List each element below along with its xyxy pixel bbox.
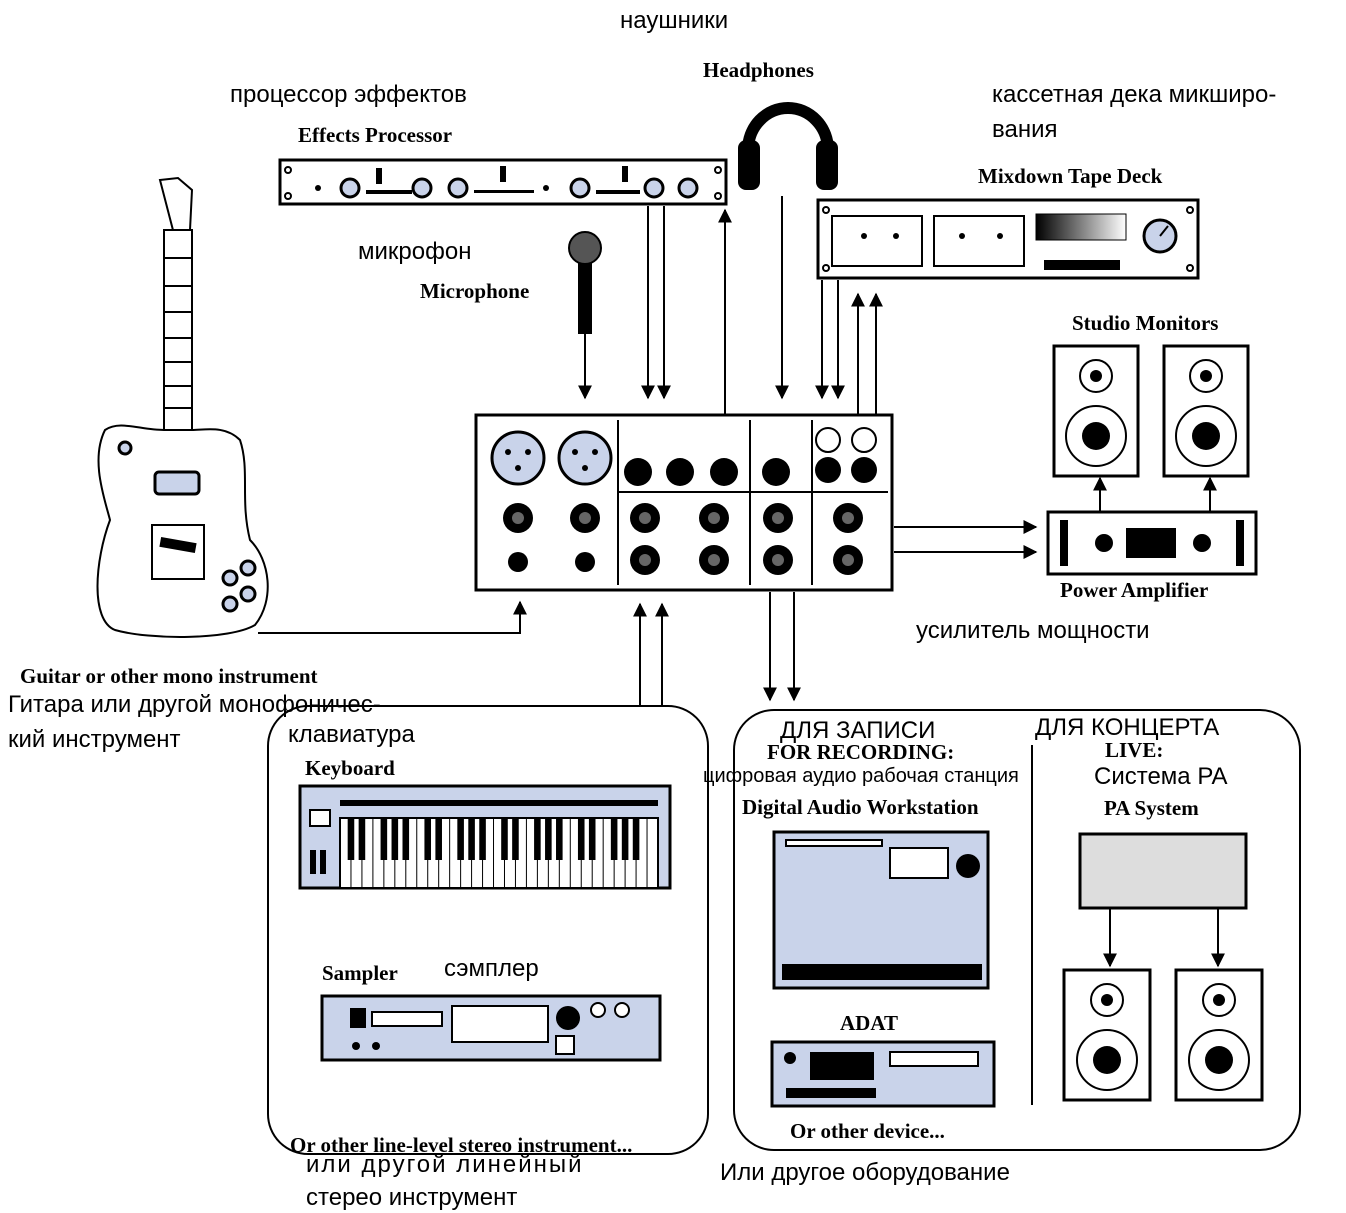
keyboard-icon [298, 784, 672, 890]
other-device-label-ru: Или другое оборудование [720, 1159, 1010, 1186]
adat-label-en: ADAT [840, 1011, 898, 1035]
microphone-icon [568, 231, 602, 334]
studio-monitor-right [1162, 344, 1250, 478]
other-line-label-ru-2: стерео инструмент [306, 1184, 517, 1211]
mixer-icon [474, 413, 894, 592]
tapedeck-label-ru-2: вания [992, 116, 1057, 143]
other-device-label-en: Or other device... [790, 1119, 945, 1143]
recording-label-en: FOR RECORDING: [767, 740, 954, 764]
pa-label-en: PA System [1104, 796, 1199, 820]
pa-speaker-left [1062, 968, 1152, 1102]
mixdown-tape-deck [816, 198, 1200, 280]
effects-processor [278, 158, 728, 206]
pa-label-ru: Система PA [1094, 763, 1228, 790]
output-group [733, 709, 1301, 1151]
headphones-label-ru: наушники [620, 7, 728, 34]
sampler [320, 994, 662, 1062]
headphones-label-en: Headphones [703, 58, 814, 82]
guitar-icon [96, 176, 269, 638]
guitar-to-mixer-arrow [258, 600, 527, 634]
sampler-label-en: Sampler [322, 961, 398, 985]
other-line-label-ru-1: или другой линейный [306, 1151, 584, 1178]
effects-label-en: Effects Processor [298, 123, 452, 147]
pa-system [1078, 832, 1248, 910]
digital-audio-workstation [772, 830, 990, 990]
microphone-label-en: Microphone [420, 279, 529, 303]
recording-label-ru: ДЛЯ ЗАПИСИ [780, 717, 935, 744]
amp-label-en: Power Amplifier [1060, 578, 1208, 602]
daw-label-en: Digital Audio Workstation [742, 795, 979, 819]
connections [258, 196, 1225, 968]
keyboard-label-en: Keyboard [305, 756, 395, 780]
effects-label-ru: процессор эффектов [230, 81, 467, 108]
headphones-icon [738, 102, 838, 190]
guitar-label-en: Guitar or other mono instrument [20, 664, 318, 688]
tapedeck-label-en: Mixdown Tape Deck [978, 164, 1163, 188]
studio-monitor-left [1052, 344, 1140, 478]
live-label-en: LIVE: [1105, 738, 1163, 762]
keyboard-label-ru: клавиатура [288, 721, 415, 748]
pa-speaker-right [1174, 968, 1264, 1102]
guitar-label-ru-2: кий инструмент [8, 726, 181, 753]
live-label-ru: ДЛЯ КОНЦЕРТА [1035, 714, 1219, 741]
guitar-label-ru-1: Гитара или другой монофоничес- [8, 691, 381, 718]
power-amplifier [1046, 510, 1258, 576]
daw-label-ru: цифровая аудио рабочая станция [703, 765, 1019, 787]
sampler-label-ru: сэмплер [444, 955, 539, 982]
amp-label-ru: усилитель мощности [916, 617, 1150, 644]
monitors-label-en: Studio Monitors [1072, 311, 1218, 335]
adat [770, 1040, 996, 1108]
instruments-group [267, 705, 709, 1155]
tapedeck-label-ru-1: кассетная дека микширо- [992, 81, 1276, 108]
microphone-label-ru: микрофон [358, 238, 471, 265]
